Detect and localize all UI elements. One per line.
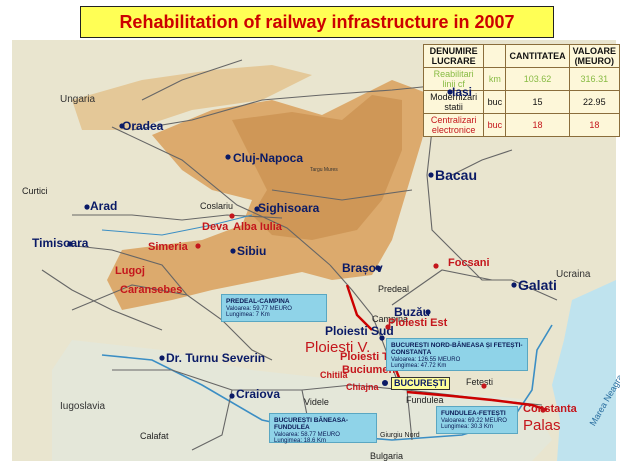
danube-plain bbox=[52, 340, 552, 461]
station-alba-iulia: Alba Iulia bbox=[233, 221, 282, 233]
city-bacau: Bacau bbox=[435, 167, 478, 183]
city-campina: Campina bbox=[372, 314, 409, 324]
city-sighisoara: Sighisoara bbox=[258, 201, 320, 215]
row-value: 22.95 bbox=[568, 90, 620, 114]
station-ploiesti-triaj: Ploiesti Triaj bbox=[340, 351, 405, 363]
project-bucuresti-nord-baneasa: BUCUREȘTI NORD-BĂNEASA ȘI FETEȘTI-CONSTA… bbox=[386, 338, 528, 371]
city-targu-mures: Targu Mures bbox=[310, 167, 338, 173]
city-videle: Videle bbox=[304, 397, 329, 407]
row-unit: buc bbox=[483, 90, 507, 114]
map-title: Rehabilitation of railway infrastructure… bbox=[119, 11, 515, 32]
row-name: Centralizari electronice bbox=[422, 113, 485, 137]
country-bulgaria: Bulgaria bbox=[370, 451, 404, 461]
project-value: Valoarea: 69.22 MEURO bbox=[441, 418, 507, 424]
row-qty: 15 bbox=[505, 90, 570, 114]
row-unit: km bbox=[483, 67, 507, 91]
table-row: Centralizari electronice buc 18 18 bbox=[422, 113, 620, 137]
station-chiajna: Chiajna bbox=[346, 382, 379, 392]
mountain-ridge bbox=[232, 95, 402, 240]
project-length: Lungimea: 18.6 Km bbox=[274, 438, 327, 444]
city-craiova: Craiova bbox=[236, 387, 281, 401]
row-unit: buc bbox=[483, 113, 507, 137]
city-predeal: Predeal bbox=[378, 284, 410, 294]
project-title: BUCUREȘTI BĂNEASA-FUNDULEA bbox=[274, 417, 349, 431]
col-qty-header: CANTITATEA bbox=[505, 44, 570, 68]
city-cluj: Cluj-Napoca bbox=[233, 151, 304, 165]
country-ungaria: Ungaria bbox=[60, 94, 96, 105]
station-chitila: Chitila bbox=[320, 370, 348, 380]
works-table: DENUMIRE LUCRARE CANTITATEA VALOARE (MEU… bbox=[422, 44, 620, 137]
city-curtici: Curtici bbox=[22, 186, 48, 196]
danube-river bbox=[101, 324, 553, 441]
station-lugoj: Lugoj bbox=[115, 265, 145, 277]
city-galati: Galati bbox=[518, 277, 557, 293]
city-fundulea: Fundulea bbox=[406, 395, 444, 405]
row-qty: 103.62 bbox=[505, 67, 570, 91]
station-buciumeni: Buciumeni bbox=[342, 364, 399, 376]
country-ucraina: Ucraina bbox=[556, 269, 591, 280]
city-drobeta: Dr. Turnu Severin bbox=[166, 351, 266, 365]
rail-network bbox=[41, 59, 558, 451]
city-timisoara: Timisoara bbox=[32, 236, 89, 250]
station-focsani: Focsani bbox=[448, 257, 490, 269]
project-value: Valoarea: 58.77 MEURO bbox=[274, 432, 340, 438]
table-row: Reabilitari linii cf km 103.62 316.31 bbox=[422, 67, 620, 91]
project-value: Valoarea: 59.77 MEURO bbox=[226, 306, 292, 312]
city-arad: Arad bbox=[90, 199, 118, 213]
row-value: 18 bbox=[568, 113, 620, 137]
city-fetesti: Fetesti bbox=[466, 377, 494, 387]
station-caransebes: Caransebes bbox=[120, 284, 183, 296]
city-calafat: Calafat bbox=[140, 431, 169, 441]
col-unit-header bbox=[483, 44, 507, 68]
col-name-header: DENUMIRE LUCRARE bbox=[422, 44, 485, 68]
station-simeria: Simeria bbox=[148, 241, 188, 253]
north-hills bbox=[72, 65, 312, 130]
station-ploiesti-v: Ploiesti V. bbox=[305, 339, 371, 356]
project-fundulea-fetesti: FUNDULEA-FETEȘTI Valoarea: 69.22 MEURO L… bbox=[436, 406, 518, 434]
city-bucuresti: BUCUREȘTI bbox=[391, 377, 450, 390]
project-length: Lungimea: 7 Km bbox=[226, 312, 270, 318]
city-brasov: Brașov bbox=[342, 261, 383, 275]
city-coslariu: Coslariu bbox=[200, 201, 234, 211]
city-constanta: Constanta bbox=[523, 403, 577, 415]
row-name: Reabilitari linii cf bbox=[422, 67, 485, 91]
project-baneasa-fundulea: BUCUREȘTI BĂNEASA-FUNDULEA Valoarea: 58.… bbox=[269, 413, 377, 444]
table-header-row: DENUMIRE LUCRARE CANTITATEA VALOARE (MEU… bbox=[422, 44, 620, 68]
project-value: Valoarea: 126.55 MEURO bbox=[391, 357, 461, 363]
station-ploiesti-est: Ploiesti Est bbox=[388, 317, 448, 329]
country-iugoslavia: Iugoslavia bbox=[60, 401, 106, 412]
row-value: 316.31 bbox=[568, 67, 620, 91]
city-ploiesti-sud: Ploiesti Sud bbox=[325, 324, 394, 338]
project-predeal-campina: PREDEAL-CAMPINA Valoarea: 59.77 MEURO Lu… bbox=[221, 294, 327, 322]
city-sibiu: Sibiu bbox=[237, 244, 267, 258]
city-giurgiu: Giurgiu Nord bbox=[380, 432, 420, 439]
station-palas: Palas bbox=[523, 417, 561, 434]
city-buzau: Buzău bbox=[394, 305, 430, 319]
black-sea bbox=[552, 280, 616, 461]
project-title: BUCUREȘTI NORD-BĂNEASA ȘI FETEȘTI-CONSTA… bbox=[391, 342, 523, 356]
map-title-banner: Rehabilitation of railway infrastructure… bbox=[80, 6, 554, 38]
station-deva: Deva bbox=[202, 221, 229, 233]
row-qty: 18 bbox=[505, 113, 570, 137]
city-iasi: Iasi bbox=[452, 85, 473, 99]
col-value-header: VALOARE (MEURO) bbox=[568, 44, 620, 68]
city-oradea: Oradea bbox=[122, 119, 164, 133]
project-title: FUNDULEA-FETEȘTI bbox=[441, 410, 506, 417]
project-title: PREDEAL-CAMPINA bbox=[226, 298, 290, 305]
project-length: Lungimea: 47.72 Km bbox=[391, 363, 447, 369]
mures-river bbox=[101, 214, 253, 236]
project-length: Lungimea: 30.3 Km bbox=[441, 424, 494, 430]
